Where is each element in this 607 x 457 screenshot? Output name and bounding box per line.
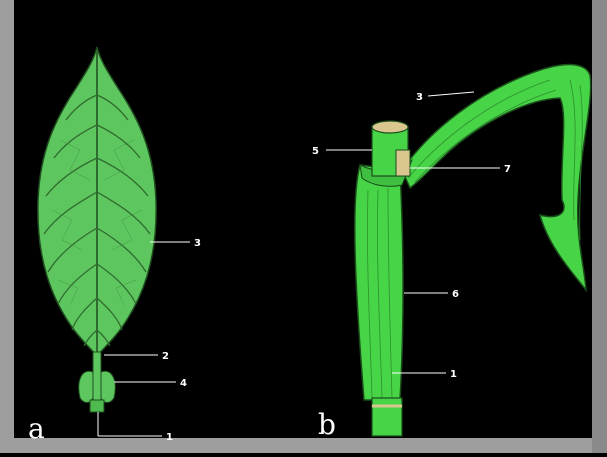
callout-b-culm: 5 [312, 146, 319, 157]
callout-b-sheath: 6 [452, 289, 459, 300]
leaf-base [90, 400, 104, 412]
left-frame-strip [0, 0, 14, 453]
grass-blade [402, 65, 591, 290]
callout-a-base: 1 [166, 432, 173, 443]
panel-label-b: b [318, 408, 336, 441]
right-frame-strip [592, 0, 607, 453]
bottom-frame-strip [0, 438, 607, 453]
panel-a-leaf-drawing: 3 2 4 1 a [28, 47, 201, 445]
callout-a-petiole: 2 [162, 351, 169, 362]
stipule-right [101, 371, 115, 402]
stem-base [372, 398, 402, 436]
panel-b-callout-lines [326, 92, 500, 373]
callout-b-blade: 3 [416, 92, 423, 103]
culm-cut-end [372, 121, 408, 133]
callout-b-node: 1 [450, 369, 457, 380]
panel-b-sheath-drawing: 3 5 7 6 1 b [312, 65, 591, 441]
callout-b-auricle: 7 [504, 164, 511, 175]
callout-a-stipule: 4 [180, 378, 187, 389]
callout-a-blade: 3 [194, 238, 201, 249]
auricle [396, 150, 410, 176]
stipule-left [79, 371, 93, 402]
leaf-sheath [355, 165, 403, 400]
panel-label-a: a [28, 412, 45, 445]
